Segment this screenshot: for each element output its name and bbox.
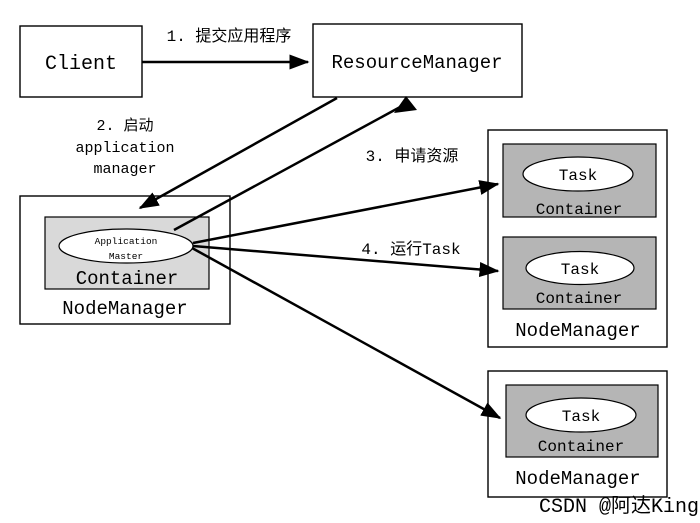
step1-label: 1. 提交应用程序 [167,26,292,46]
container-left-label: Container [76,268,179,290]
arrow-resourcemanager-to-nodemanager-left [138,96,338,210]
step4-label: 4. 运行Task [361,240,460,259]
application-master-label-line2: Master [109,251,143,262]
nodemanager-right-label: NodeManager [515,320,640,342]
task2-label: Task [561,261,599,279]
resource-manager-label: ResourceManager [331,52,502,74]
arrow-appmaster-to-resourcemanager [173,104,403,232]
step2-label-line3: manager [93,161,156,178]
client-box [19,25,143,98]
step3-label: 3. 申请资源 [366,147,459,166]
step2-label-line2: application [75,140,174,157]
task3-ellipse [525,397,637,433]
csdn-watermark: CSDN @阿达King [539,494,699,519]
client-label: Client [45,53,117,76]
arrowhead-appmaster-to-resourcemanager [394,96,417,113]
arrow-appmaster-to-container1 [192,180,500,245]
task2-ellipse [525,250,635,286]
step2-label-line1: 2. 启动 [96,117,153,135]
nodemanager-left-label: NodeManager [62,298,187,320]
container-right1-label: Container [536,201,622,219]
resource-manager-box [312,23,523,98]
arrow-appmaster-to-container2 [192,244,500,277]
arrow-appmaster-to-container3 [191,246,502,420]
application-master-label-line1: Application [95,236,158,247]
task3-label: Task [562,408,600,426]
container-bottom-label: Container [538,438,624,456]
task1-ellipse [522,156,634,192]
nodemanager-bottom-label: NodeManager [515,468,640,490]
task1-label: Task [559,167,597,185]
container-right2-label: Container [536,290,622,308]
